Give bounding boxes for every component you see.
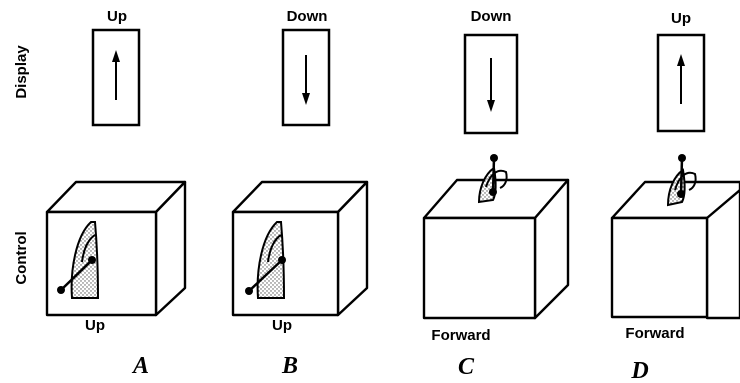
control-box	[422, 154, 570, 320]
lever-control	[57, 221, 100, 299]
lever-control	[245, 221, 286, 299]
display-label: Up	[107, 8, 127, 25]
control-label: Up	[272, 317, 292, 334]
lever-control	[477, 154, 508, 204]
row-label-display: Display	[13, 45, 30, 99]
panel-letter: A	[131, 353, 149, 379]
lever-control	[666, 154, 697, 207]
control-label: Forward	[431, 327, 490, 344]
control-box	[610, 154, 740, 320]
panel-c: Down Forward C	[422, 8, 570, 380]
display-indicator	[281, 28, 331, 127]
row-label-control: Control	[13, 231, 30, 284]
control-label: Forward	[625, 325, 684, 342]
panel-a: Up Up A	[45, 8, 187, 379]
panel-letter: D	[630, 358, 648, 383]
control-label: Up	[85, 317, 105, 334]
panel-b: Down Up B	[231, 8, 369, 379]
control-box	[231, 180, 369, 317]
panel-letter: C	[458, 354, 475, 380]
display-indicator	[91, 28, 141, 127]
display-label: Down	[287, 8, 328, 25]
display-label: Up	[671, 10, 691, 27]
display-label: Down	[471, 8, 512, 25]
display-indicator	[463, 33, 519, 135]
panel-letter: B	[281, 353, 298, 379]
panel-d: Up Forward D	[610, 10, 740, 383]
control-box	[45, 180, 187, 317]
display-indicator	[656, 33, 706, 133]
